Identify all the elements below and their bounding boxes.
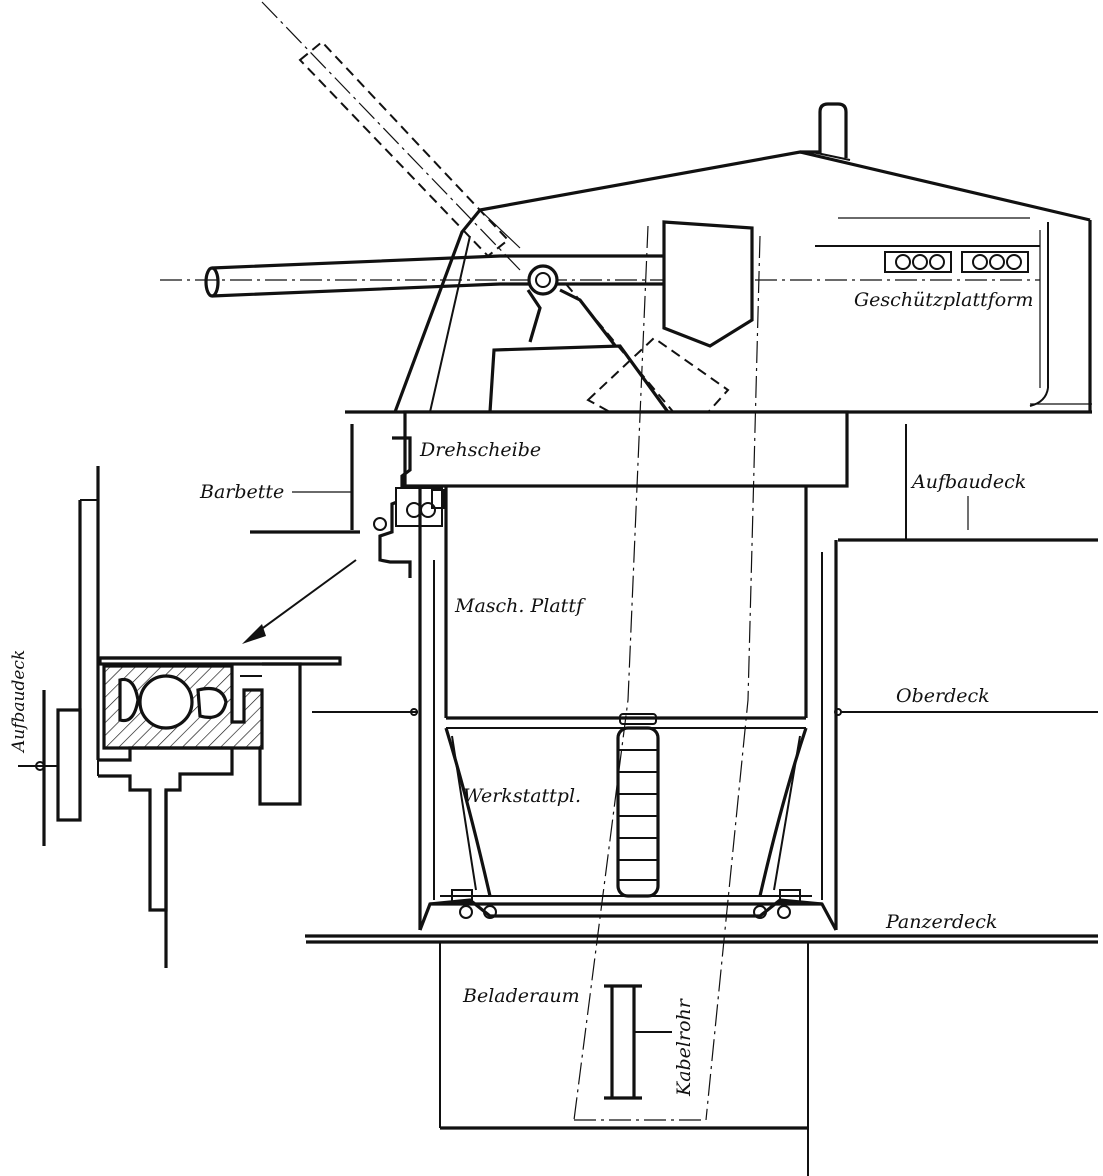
label-aufbaudeck-right: Aufbaudeck — [910, 471, 1026, 493]
labels: Geschützplattform Drehscheibe Barbette A… — [9, 289, 1033, 1097]
label-kabelrohr: Kabelrohr — [673, 997, 695, 1097]
label-masch-plattf: Masch. Plattf — [454, 595, 586, 617]
label-barbette: Barbette — [199, 481, 284, 503]
barbette-structure — [250, 424, 1098, 1176]
label-werkstattpl: Werkstattpl. — [463, 785, 581, 807]
turntable — [403, 410, 849, 488]
rotation-axes — [573, 225, 761, 1121]
label-oberdeck: Oberdeck — [896, 685, 990, 707]
label-aufbaudeck-left: Aufbaudeck — [9, 650, 29, 754]
gun-barrel — [160, 217, 1040, 414]
label-drehscheibe: Drehscheibe — [419, 439, 541, 461]
ammunition-rack — [884, 251, 1029, 273]
label-beladeraum: Beladeraum — [462, 985, 580, 1007]
label-geschuetzplattform: Geschützplattform — [854, 289, 1033, 311]
roller-bearing-detail — [18, 466, 357, 968]
label-panzerdeck: Panzerdeck — [885, 911, 997, 933]
